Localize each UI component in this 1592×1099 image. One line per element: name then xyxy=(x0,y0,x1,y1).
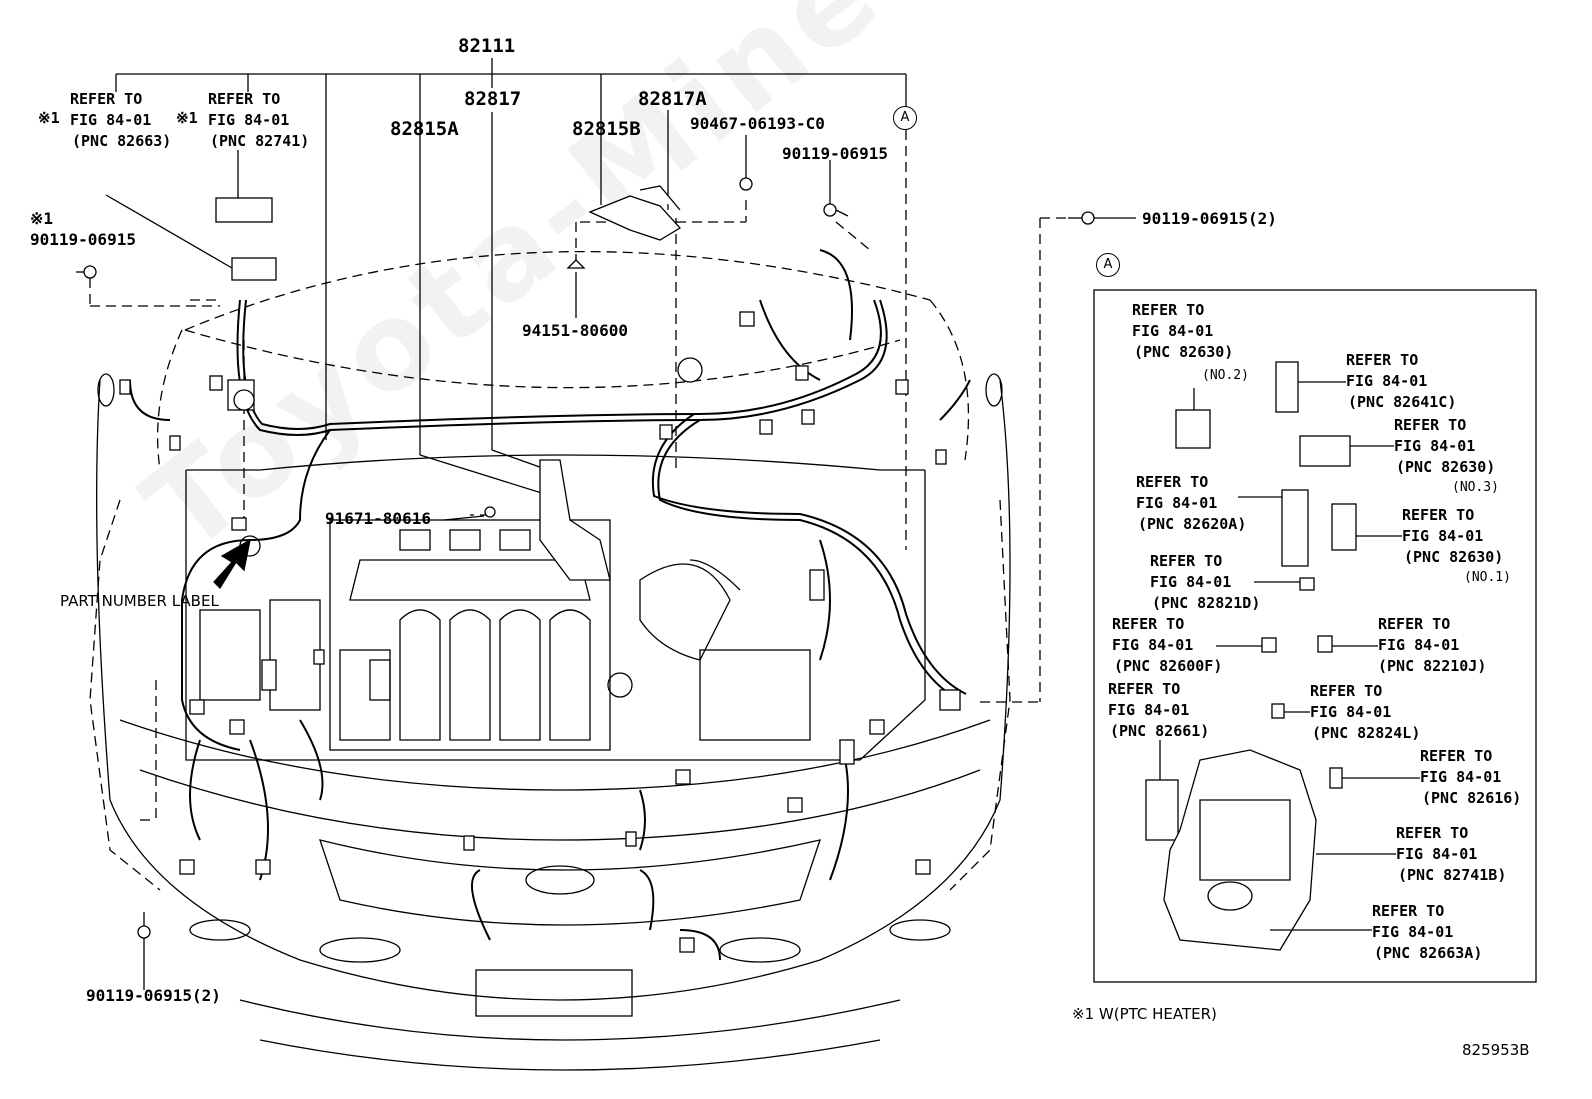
part-number-82815a: 82815A xyxy=(390,118,459,140)
detail-ref-line2: FIG 84-01 xyxy=(1420,768,1502,786)
part-number-90119-right: 90119-06915(2) xyxy=(1142,209,1277,228)
part-number-94151: 94151-80600 xyxy=(522,321,628,340)
part-number-90119-bottom: 90119-06915(2) xyxy=(86,986,221,1005)
detail-ref-line1: REFER TO xyxy=(1112,615,1185,633)
detail-ref-line1: REFER TO xyxy=(1150,552,1223,570)
detail-ref-line1: REFER TO xyxy=(1346,351,1419,369)
part-number-82111: 82111 xyxy=(458,35,516,57)
detail-ref-line3: (PNC 82663A) xyxy=(1374,944,1483,962)
ref-left-2-line2: FIG 84-01 xyxy=(208,111,290,129)
ref-left-1-line2: FIG 84-01 xyxy=(70,111,152,129)
detail-ref-line1: REFER TO xyxy=(1136,473,1209,491)
detail-ref-line2: FIG 84-01 xyxy=(1150,573,1232,591)
detail-ref-line1: REFER TO xyxy=(1378,615,1451,633)
top-parts xyxy=(215,185,703,581)
detail-ref-line3: (PNC 82641C) xyxy=(1348,393,1457,411)
circle-a-mark-top: A xyxy=(893,106,917,130)
part-number-90119-left: 90119-06915 xyxy=(30,230,136,249)
part-number-82817: 82817 xyxy=(464,88,522,110)
detail-ref-line2: FIG 84-01 xyxy=(1402,527,1484,545)
detail-ref-line1: REFER TO xyxy=(1402,506,1475,524)
detail-ref-line2: FIG 84-01 xyxy=(1396,845,1478,863)
detail-ref-line3: (PNC 82616) xyxy=(1422,789,1522,807)
detail-ref-line1: REFER TO xyxy=(1310,682,1383,700)
harness-connectors xyxy=(119,311,961,953)
part-number-91671: 91671-80616 xyxy=(325,509,431,528)
detail-ref-line3: (PNC 82630) xyxy=(1404,548,1504,566)
detail-ref-line2: FIG 84-01 xyxy=(1132,322,1214,340)
detail-ref-line2: FIG 84-01 xyxy=(1136,494,1218,512)
detail-ref-line3: (PNC 82741B) xyxy=(1398,866,1507,884)
part-number-label-spot xyxy=(239,535,261,557)
detail-box-a xyxy=(1093,289,1537,983)
ref-left-2-line3: (PNC 82741) xyxy=(210,132,310,150)
detail-ref-line3: (PNC 82600F) xyxy=(1114,657,1223,675)
detail-ref-line3: (PNC 82620A) xyxy=(1138,515,1247,533)
detail-ref-line3: (PNC 82821D) xyxy=(1152,594,1261,612)
car-body xyxy=(96,373,1011,1071)
detail-ref-line2: FIG 84-01 xyxy=(1394,437,1476,455)
wire-harness xyxy=(129,249,971,961)
detail-ref-line1: REFER TO xyxy=(1420,747,1493,765)
part-number-leaders xyxy=(143,135,1136,990)
part-number-82815b: 82815B xyxy=(572,118,641,140)
engine-block xyxy=(199,519,811,751)
figure-id: 825953B xyxy=(1462,1041,1530,1059)
detail-ref-line1: REFER TO xyxy=(1108,680,1181,698)
footnote: ※1 W(PTC HEATER) xyxy=(1072,1005,1217,1023)
detail-ref-line1: REFER TO xyxy=(1132,301,1205,319)
detail-ref-line1: REFER TO xyxy=(1372,902,1445,920)
part-number-90467: 90467-06193-C0 xyxy=(690,114,825,133)
part-number-label-arrow xyxy=(213,538,251,590)
detail-ref-line2: FIG 84-01 xyxy=(1378,636,1460,654)
detail-ref-line2: FIG 84-01 xyxy=(1372,923,1454,941)
detail-parts xyxy=(1145,361,1357,951)
note-mark-ref-1: ※1 xyxy=(38,109,60,127)
detail-leaders xyxy=(1159,381,1420,931)
ref-left-1-line1: REFER TO xyxy=(70,90,143,108)
detail-ref-sub: (NO.1) xyxy=(1464,570,1511,585)
note-mark-ref-2: ※1 xyxy=(176,109,198,127)
detail-ref-line2: FIG 84-01 xyxy=(1310,703,1392,721)
ref-left-1-line3: (PNC 82663) xyxy=(72,132,172,150)
ref-left-2-line1: REFER TO xyxy=(208,90,281,108)
part-number-82817a: 82817A xyxy=(638,88,707,110)
detail-ref-line2: FIG 84-01 xyxy=(1108,701,1190,719)
detail-ref-sub: (NO.3) xyxy=(1452,480,1499,495)
detail-ref-line3: (PNC 82630) xyxy=(1134,343,1234,361)
detail-ref-line3: (PNC 82824L) xyxy=(1312,724,1421,742)
detail-ref-line3: (PNC 82661) xyxy=(1110,722,1210,740)
detail-ref-line3: (PNC 82630) xyxy=(1396,458,1496,476)
part-number-label-text: PART NUMBER LABEL xyxy=(60,592,219,610)
detail-ref-line1: REFER TO xyxy=(1394,416,1467,434)
detail-ref-sub: (NO.2) xyxy=(1202,368,1249,383)
note-mark-left: ※1 xyxy=(30,209,54,228)
hood-outline xyxy=(89,130,1066,891)
detail-ref-line3: (PNC 82210J) xyxy=(1378,657,1487,675)
detail-ref-line2: FIG 84-01 xyxy=(1112,636,1194,654)
detail-ref-line1: REFER TO xyxy=(1396,824,1469,842)
circle-a-mark-detail: A xyxy=(1096,253,1120,277)
part-number-90119-top: 90119-06915 xyxy=(782,144,888,163)
detail-ref-line2: FIG 84-01 xyxy=(1346,372,1428,390)
